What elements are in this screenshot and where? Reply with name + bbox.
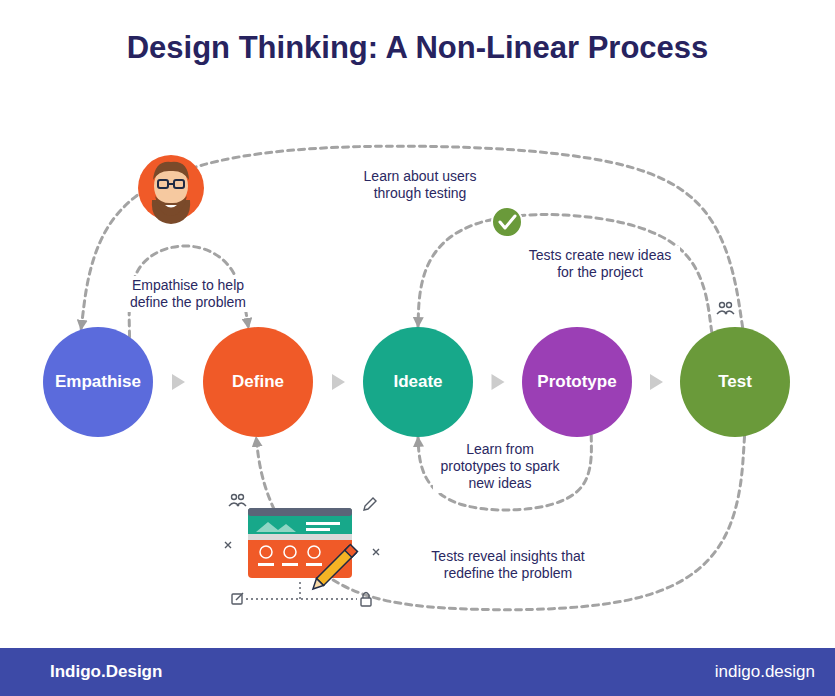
feedback-loop bbox=[81, 146, 743, 330]
flow-arrowhead bbox=[332, 374, 345, 390]
phase-name: Define bbox=[232, 372, 284, 392]
phase-circle: Prototype bbox=[522, 327, 632, 437]
phase-name: Empathise bbox=[55, 372, 141, 392]
phase-circle: Test bbox=[680, 327, 790, 437]
phase-name: Test bbox=[718, 372, 752, 392]
user-avatar-icon bbox=[138, 155, 204, 224]
people-icon bbox=[717, 303, 734, 315]
check-badge-icon bbox=[492, 207, 522, 237]
phase-name: Ideate bbox=[393, 372, 442, 392]
edge-label: Learn from prototypes to spark new ideas bbox=[433, 440, 568, 493]
feedback-loop bbox=[418, 215, 712, 333]
phase-circle: Define bbox=[203, 327, 313, 437]
flow-arrowhead bbox=[172, 374, 185, 390]
phase-name: Prototype bbox=[537, 372, 616, 392]
brand-name: Indigo.Design bbox=[50, 662, 162, 682]
flow-arrowhead bbox=[650, 374, 663, 390]
feedback-loop bbox=[256, 436, 744, 610]
phase-circle: Empathise bbox=[43, 327, 153, 437]
flow-arrowhead bbox=[492, 374, 505, 390]
edge-label: Tests create new ideas for the project bbox=[520, 246, 680, 282]
edge-label: Tests reveal insights that redefine the … bbox=[413, 547, 603, 583]
footer-band: Indigo.Design indigo.design bbox=[0, 648, 835, 696]
feedback-loop bbox=[418, 435, 591, 510]
edge-label: Learn about users through testing bbox=[345, 167, 495, 203]
phase-circle: Ideate bbox=[363, 327, 473, 437]
website-url: indigo.design bbox=[715, 662, 815, 682]
wireframe-illustration bbox=[225, 495, 379, 607]
edge-label: Empathise to help define the problem bbox=[113, 276, 263, 312]
diagram-title: Design Thinking: A Non-Linear Process bbox=[0, 30, 835, 66]
